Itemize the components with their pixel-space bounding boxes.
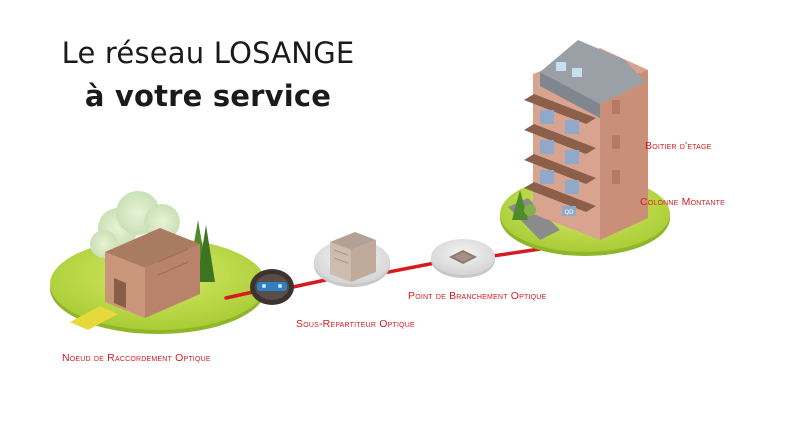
apartment-node: QD (500, 40, 670, 256)
bush-cluster (90, 191, 180, 258)
sro-node (314, 232, 390, 287)
apartment-building: QD (524, 40, 648, 240)
label-pbo: Point de Branchement Optique (408, 290, 547, 302)
nro-building (105, 228, 200, 318)
roof (540, 40, 645, 104)
page-title-line-2: à votre service (84, 79, 332, 113)
label-colonne-montante: Colonne Montante (640, 196, 725, 208)
nro-footpath (70, 306, 118, 330)
nro-node (50, 191, 266, 334)
page-title-line-1: Le réseau LOSANGE (61, 36, 355, 70)
underground-chamber (250, 269, 294, 305)
small-tree (512, 190, 536, 220)
label-nro: Noeud de Raccordement Optique (62, 352, 211, 364)
fiber-line (224, 146, 630, 300)
pbo-node (431, 239, 495, 278)
label-sro: Sous-Repartiteur Optique (296, 318, 415, 330)
building-sign-text: QD (564, 209, 574, 216)
building-sign (562, 206, 576, 216)
sro-cabinet (330, 232, 376, 282)
label-boitier-etage: Boitier d'etage (645, 140, 712, 152)
